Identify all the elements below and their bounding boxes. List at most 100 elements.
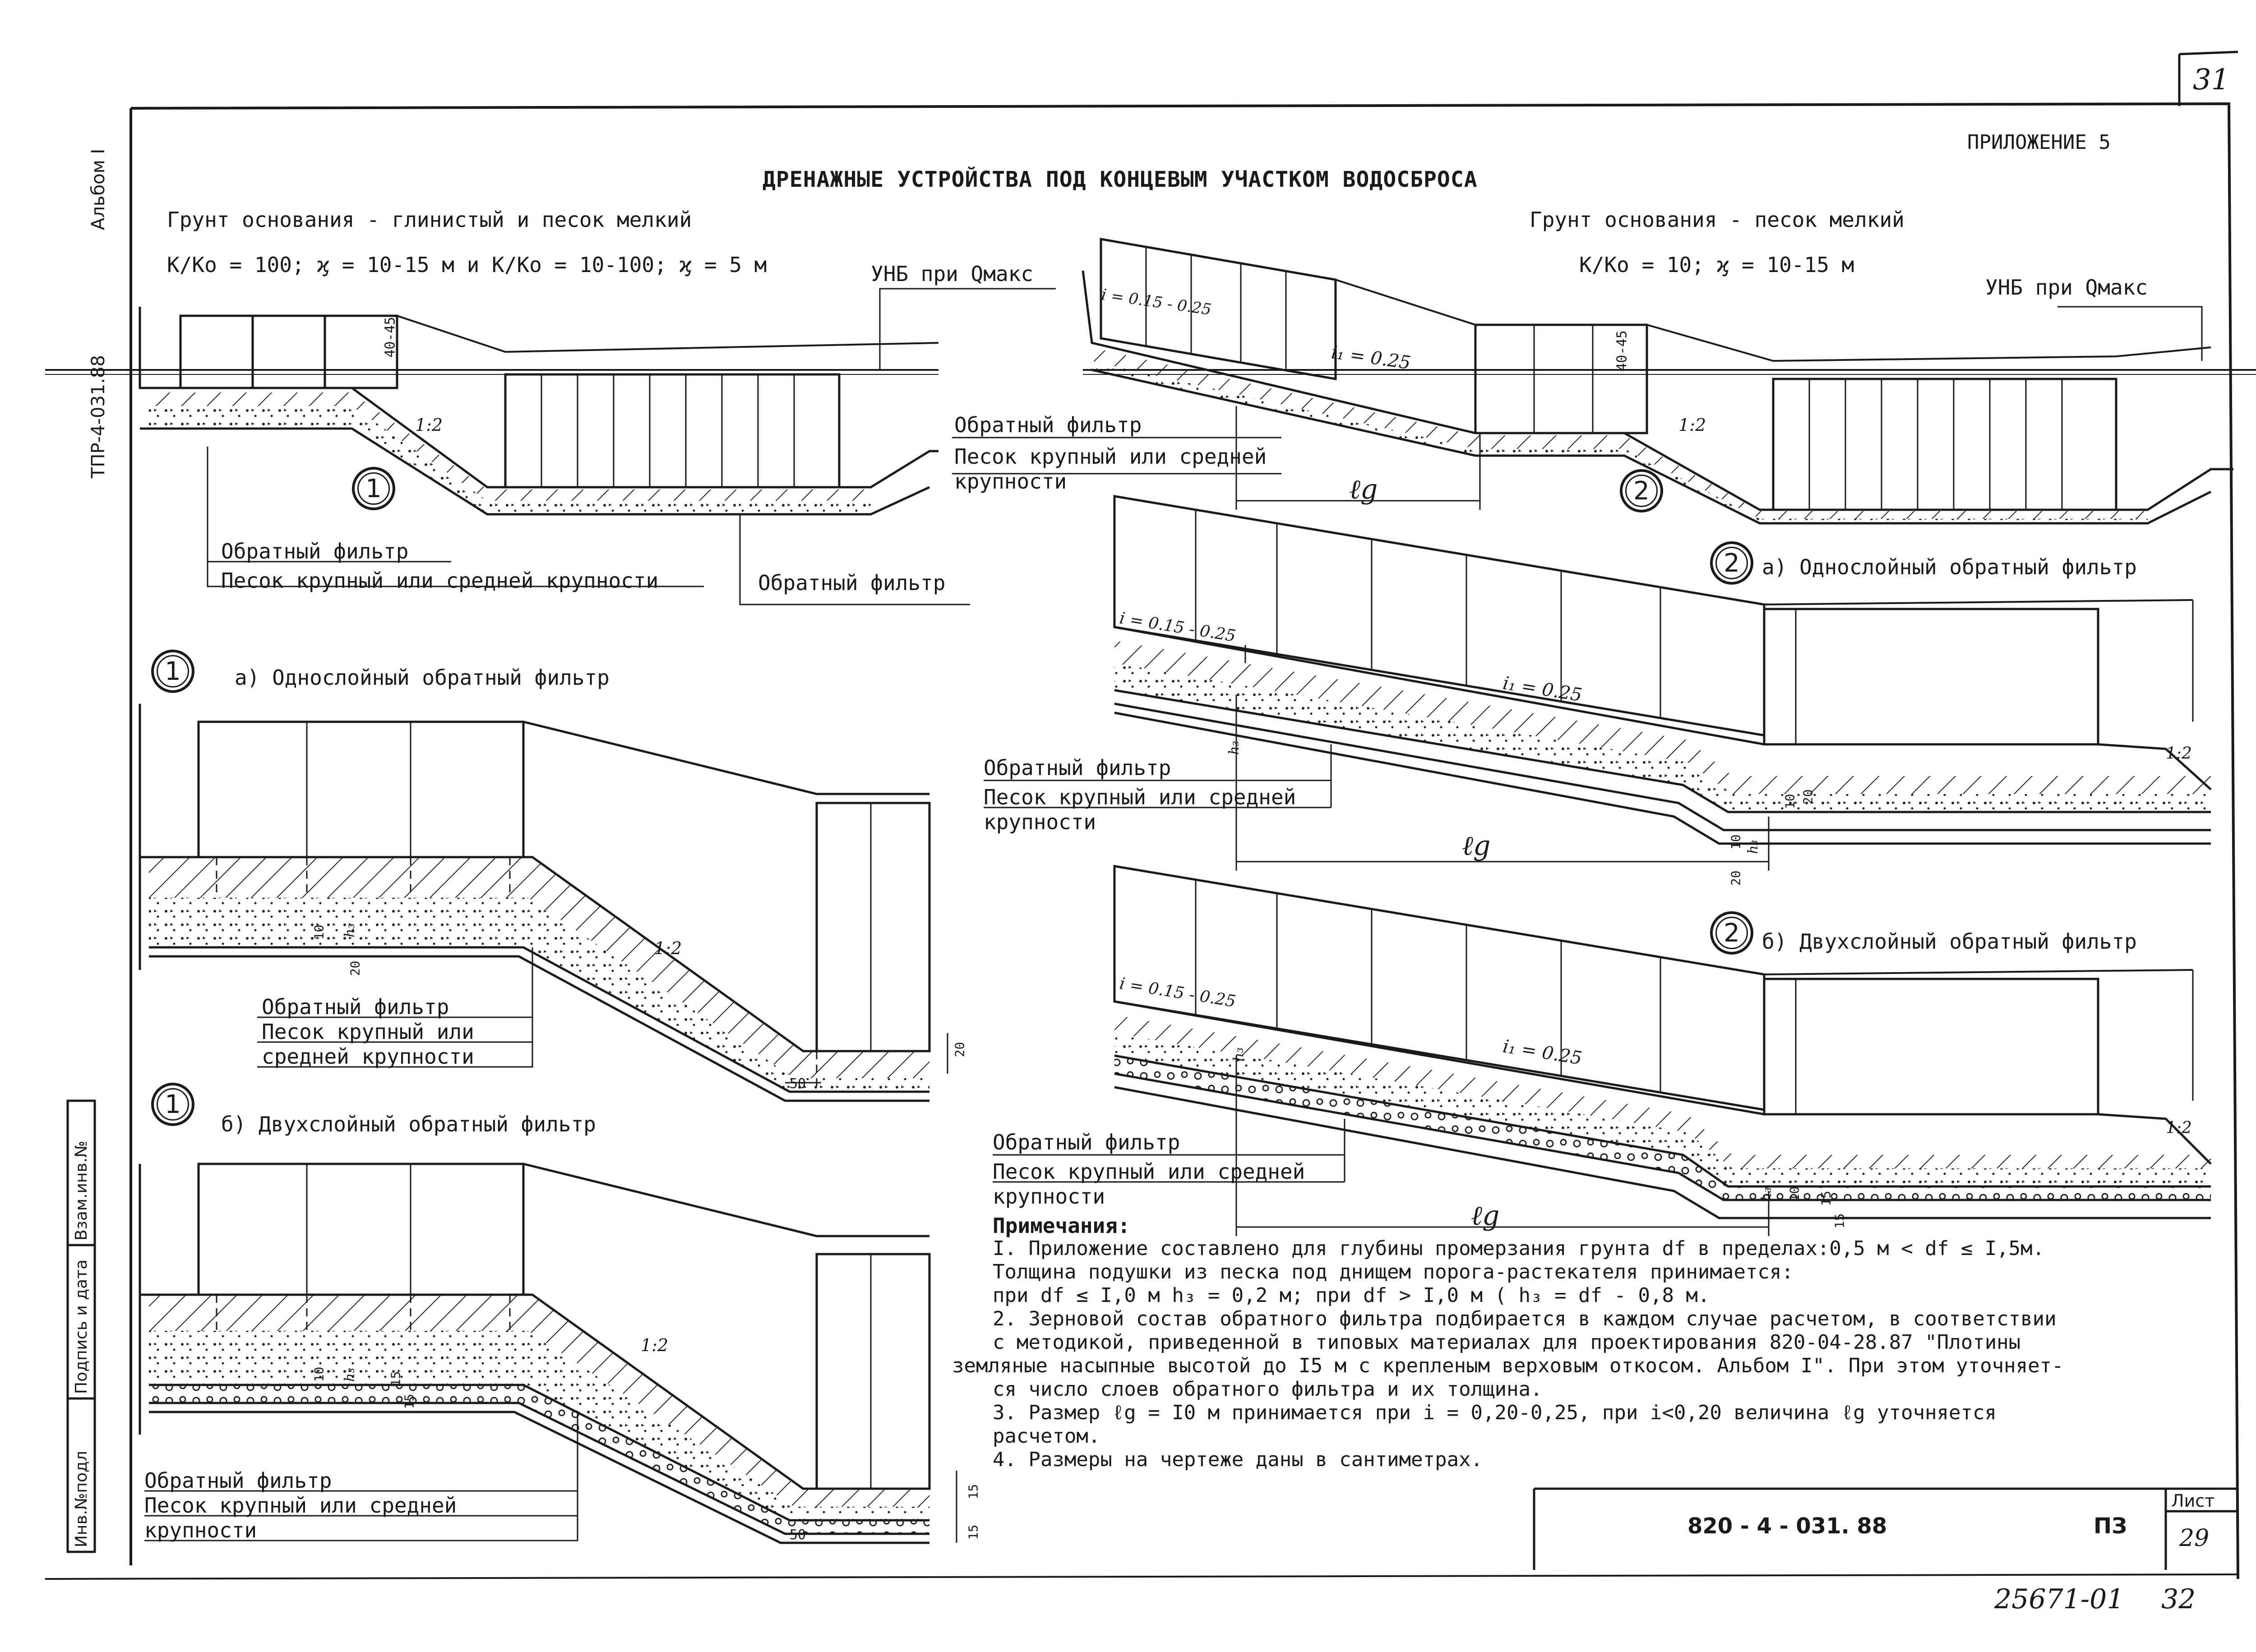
detail-1a-label-3: средней крупности — [262, 1044, 474, 1069]
title-block-sheet-number: 29 — [2179, 1525, 2210, 1552]
detail-1a-label-1: Обратный фильтр — [262, 995, 449, 1019]
right-formula: K/Ko = 10; ϗ = 10-15 м — [1579, 253, 1854, 277]
detail-1a-caption: а) Однослойный обратный фильтр — [235, 665, 610, 690]
note-line-5: с методикой, приведенной в типовых матер… — [993, 1331, 2021, 1354]
note-line-1: I. Приложение составлено для глубины про… — [993, 1237, 2045, 1260]
doc-code-vertical: ТПР-4-031.88 — [88, 355, 109, 478]
detail-1a — [139, 704, 948, 1102]
left-scheme-marker: 1 — [352, 467, 395, 510]
detail-2a-label-2: Песок крупный или средней — [984, 785, 1296, 809]
detail-2b-marker: 2 — [1710, 911, 1753, 955]
left-slope: 1:2 — [415, 415, 443, 435]
detail-1b-marker: 1 — [151, 1083, 194, 1126]
detail-2a-caption: а) Однослойный обратный фильтр — [1762, 555, 2137, 579]
note-line-7: ся число слоев обратного фильтра и их то… — [993, 1378, 1543, 1401]
detail-2b-dim-15a: 15 — [1818, 1191, 1834, 1206]
detail-2b-label-1: Обратный фильтр — [993, 1130, 1180, 1154]
archive-number: 25671-01 — [1994, 1583, 2124, 1615]
detail-2a-dim-20a: 20 — [1728, 870, 1743, 886]
title-block — [1533, 1487, 2238, 1570]
right-scheme-marker: 2 — [1620, 469, 1663, 512]
detail-2b-dim-15b: 15 — [1832, 1213, 1847, 1229]
detail-2a-dim-20b: 20 — [1800, 789, 1816, 805]
title-block-stage: ПЗ — [2094, 1514, 2127, 1539]
right-unb-label: УНБ при Qмакс — [1985, 275, 2148, 300]
note-line-8: 3. Размер ℓg = I0 м принимается при i = … — [993, 1401, 1997, 1424]
detail-1b-dim-15c: 15 — [966, 1484, 981, 1500]
detail-1b-label-2: Песок крупный или средней — [144, 1493, 457, 1518]
left-formula: K/Ko = 100; ϗ = 10-15 м и K/Ko = 10-100;… — [167, 253, 767, 277]
detail-1b-caption: б) Двухслойный обратный фильтр — [221, 1112, 596, 1136]
detail-2a-lg: ℓg — [1462, 830, 1491, 862]
detail-2b-label-3: крупности — [993, 1184, 1105, 1209]
left-label-sand: Песок крупный или средней крупности — [221, 568, 659, 593]
detail-1b-dim-15b: 15 — [402, 1394, 417, 1409]
detail-2b-label-2: Песок крупный или средней — [993, 1159, 1305, 1184]
detail-1b-dim-15a: 15 — [388, 1371, 403, 1387]
detail-1a-dim-h3: h₃ — [342, 923, 358, 938]
note-line-2: Толщина подушки из песка под днищем поро… — [993, 1260, 1794, 1283]
sheet-corner-number: 31 — [2193, 63, 2230, 97]
note-line-3: при df ≤ I,0 м h₃ = 0,2 м; при df > I,0 … — [993, 1284, 1710, 1307]
detail-1b-label-1: Обратный фильтр — [144, 1468, 332, 1493]
detail-2a-dim-10a: 10 — [1728, 834, 1743, 850]
detail-2b-lg: ℓg — [1471, 1200, 1500, 1232]
detail-1a-dim-50: 50 — [790, 1076, 806, 1092]
margin-stamp — [66, 1099, 96, 1553]
note-line-9: расчетом. — [993, 1425, 1100, 1448]
appendix-label: ПРИЛОЖЕНИЕ 5 — [1967, 131, 2111, 154]
detail-2b-caption: б) Двухслойный обратный фильтр — [1762, 929, 2137, 954]
detail-2a-dim-h3a: h₃ — [1226, 740, 1243, 755]
right-label-sand-1: Песок крупный или средней — [954, 444, 1267, 469]
detail-2a-slope: 1:2 — [2166, 744, 2192, 763]
title-block-sheet-label: Лист — [2171, 1491, 2215, 1511]
right-slope: 1:2 — [1678, 415, 1706, 435]
right-lg: ℓg — [1349, 474, 1378, 505]
stamp-cell-inv: Инв.№подл — [72, 1450, 91, 1547]
sheet-frame — [45, 51, 2239, 1580]
title-block-doc-number: 820 - 4 - 031. 88 — [1687, 1514, 1887, 1539]
detail-1b-slope: 1:2 — [641, 1335, 669, 1355]
detail-1b-dim-h3: h₃ — [342, 1367, 358, 1382]
left-soil-title: Грунт основания - глинистый и песок мелк… — [167, 208, 692, 232]
scheme-left — [45, 288, 1056, 605]
right-soil-title: Грунт основания - песок мелкий — [1530, 208, 1905, 232]
detail-2a-marker: 2 — [1710, 541, 1753, 585]
stamp-cell-sign: Подпись и дата — [72, 1259, 91, 1394]
detail-1a-dim-10: 10 — [311, 924, 327, 940]
detail-2b-dim-h3b: h₃ — [1759, 1187, 1775, 1202]
detail-2a — [984, 495, 2212, 871]
stamp-cell-replace: Взам.инв.№ — [72, 1140, 91, 1241]
detail-1b-dim-50: 50 — [790, 1527, 806, 1543]
detail-1a-dim-20b: 20 — [952, 1042, 967, 1057]
detail-1a-slope: 1:2 — [654, 938, 682, 958]
right-label-sand-2: крупности — [954, 469, 1067, 494]
detail-2a-label-3: крупности — [984, 810, 1096, 834]
scheme-right — [952, 238, 2256, 525]
left-dim: 40-45 — [382, 317, 398, 358]
detail-2b-dim-h3a: h₃ — [1231, 1047, 1247, 1062]
right-dim: 40-45 — [1614, 330, 1630, 371]
note-line-10: 4. Размеры на чертеже даны в сантиметрах… — [993, 1448, 1483, 1471]
detail-1a-dim-20a: 20 — [347, 960, 363, 976]
detail-2b — [993, 865, 2212, 1236]
note-line-4: 2. Зерновой состав обратного фильтра под… — [993, 1307, 2057, 1330]
detail-1b-dim-10: 10 — [311, 1366, 327, 1382]
right-label-filter: Обратный фильтр — [954, 413, 1142, 437]
detail-2b-dim-10: 10 — [1787, 1186, 1802, 1202]
detail-2a-label-1: Обратный фильтр — [984, 756, 1171, 780]
main-title: ДРЕНАЖНЫЕ УСТРОЙСТВА ПОД КОНЦЕВЫМ УЧАСТК… — [763, 167, 1478, 192]
album-label: Альбом I — [88, 148, 109, 230]
detail-2a-dim-h3b: h₃ — [1745, 840, 1761, 854]
detail-1a-label-2: Песок крупный или — [262, 1020, 474, 1044]
notes-heading: Примечания: — [993, 1214, 1130, 1238]
detail-2a-dim-10b: 10 — [1782, 794, 1798, 809]
note-line-6: земляные насыпные высотой до I5 м с креп… — [952, 1354, 2064, 1377]
left-unb-label: УНБ при Qмакс — [871, 262, 1034, 286]
detail-2b-slope: 1:2 — [2166, 1119, 2192, 1137]
archive-page: 32 — [2161, 1583, 2196, 1615]
detail-1a-marker: 1 — [151, 650, 194, 693]
detail-1b — [139, 1163, 957, 1544]
detail-1b-label-3: крупности — [144, 1518, 257, 1542]
